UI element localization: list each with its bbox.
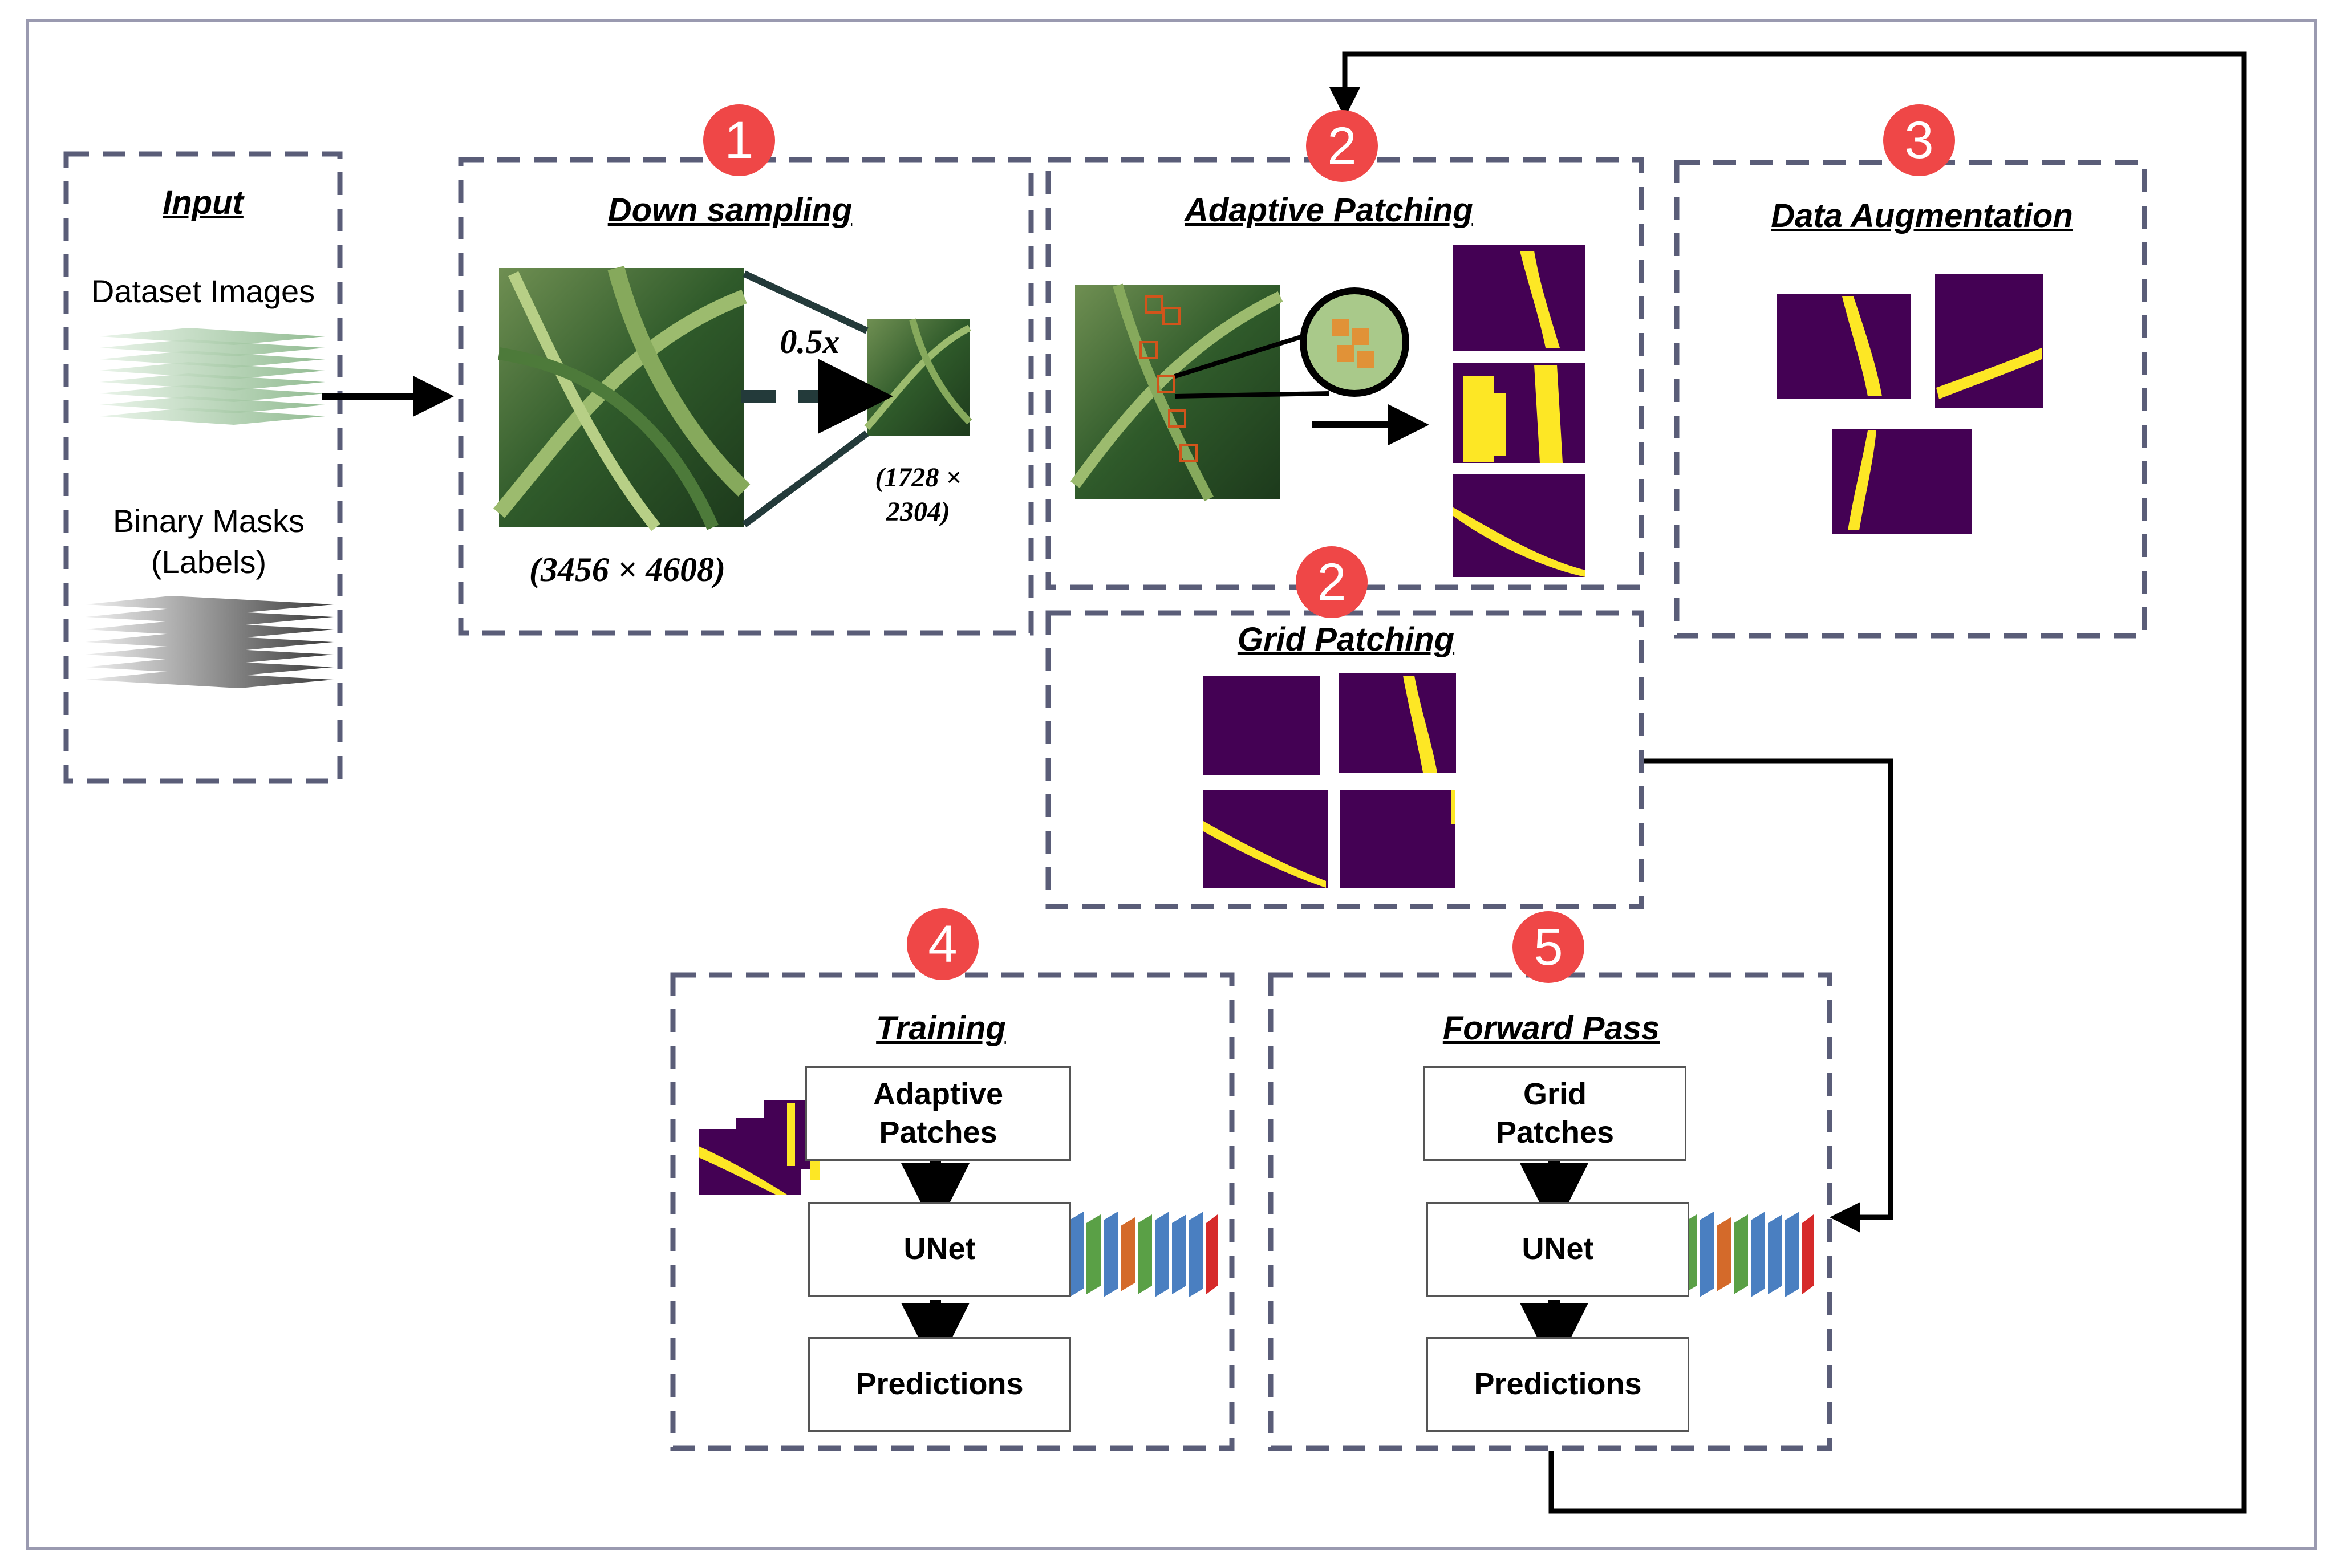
grid-patch-1 [1203, 676, 1320, 775]
step-3-badge: 3 [1883, 104, 1955, 176]
training-box [670, 972, 1235, 1451]
downsampled-leaf-image [864, 318, 972, 436]
original-leaf-image [493, 266, 751, 531]
augmented-mask-1 [1777, 294, 1911, 399]
grid-to-forward-connector [1644, 758, 1893, 1233]
forward-feedback-connector [1329, 51, 2247, 1514]
input-box [63, 151, 343, 784]
forward-predictions-box: Predictions [1426, 1337, 1689, 1432]
training-predictions-box: Predictions [808, 1337, 1071, 1432]
forward-pass-title: Forward Pass [1442, 1010, 1660, 1047]
augmented-mask-3 [1832, 429, 1972, 534]
forward-pass-box [1268, 972, 1832, 1451]
unet-layers-icon-training [1049, 1212, 1218, 1297]
step-5-badge: 5 [1512, 911, 1584, 983]
grid-patch-4 [1340, 790, 1455, 888]
training-patches-line1: Adaptive [873, 1077, 1004, 1111]
step-2-grid-badge: 2 [1296, 546, 1368, 618]
forward-patches-line2: Patches [1495, 1115, 1615, 1149]
downsampled-size-label-line2: 2304) [886, 497, 950, 527]
original-size-label: (3456 × 4608) [529, 551, 726, 588]
step-1-badge: 1 [703, 104, 775, 176]
augmented-mask-2 [1935, 274, 2043, 408]
forward-patches-line1: Grid [1523, 1077, 1587, 1111]
downsampling-box [458, 157, 1034, 636]
training-sample-patches [699, 1100, 844, 1195]
downsample-funnel-top [743, 270, 869, 334]
scale-factor-label: 0.5x [780, 323, 840, 360]
data-augmentation-title: Data Augmentation [1771, 197, 2073, 234]
grid-patch-3 [1203, 790, 1328, 888]
grid-patching-title: Grid Patching [1237, 621, 1455, 658]
training-patches-line2: Patches [879, 1115, 997, 1149]
adaptive-patch-3 [1453, 474, 1585, 577]
input-title: Input [163, 184, 244, 221]
grid-patch-2 [1339, 673, 1456, 773]
binary-masks-sublabel: (Labels) [151, 544, 267, 580]
binary-mask-stack-icon [86, 596, 334, 688]
forward-patches-box: Grid Patches [1424, 1066, 1686, 1161]
binary-masks-label: Binary Masks [112, 503, 305, 539]
outer-frame [26, 19, 2317, 1550]
training-unet-box: UNet [808, 1202, 1071, 1297]
dataset-images-label: Dataset Images [91, 273, 315, 309]
downsampled-size-label-line1: (1728 × [875, 462, 962, 493]
step-2-badge: 2 [1306, 110, 1378, 182]
adaptive-patch-2 [1453, 363, 1585, 463]
downsample-funnel-bottom [742, 430, 869, 527]
downsampling-title: Down sampling [607, 192, 853, 229]
training-title: Training [876, 1010, 1006, 1047]
training-patches-box: Adaptive Patches [805, 1066, 1071, 1161]
forward-unet-box: UNet [1426, 1202, 1689, 1297]
adaptive-patch-1 [1453, 245, 1585, 351]
adaptive-patching-title: Adaptive Patching [1185, 192, 1473, 229]
step-4-badge: 4 [907, 908, 979, 980]
adaptive-leaf-image [1070, 283, 1283, 502]
dataset-image-stack-icon [100, 328, 325, 425]
